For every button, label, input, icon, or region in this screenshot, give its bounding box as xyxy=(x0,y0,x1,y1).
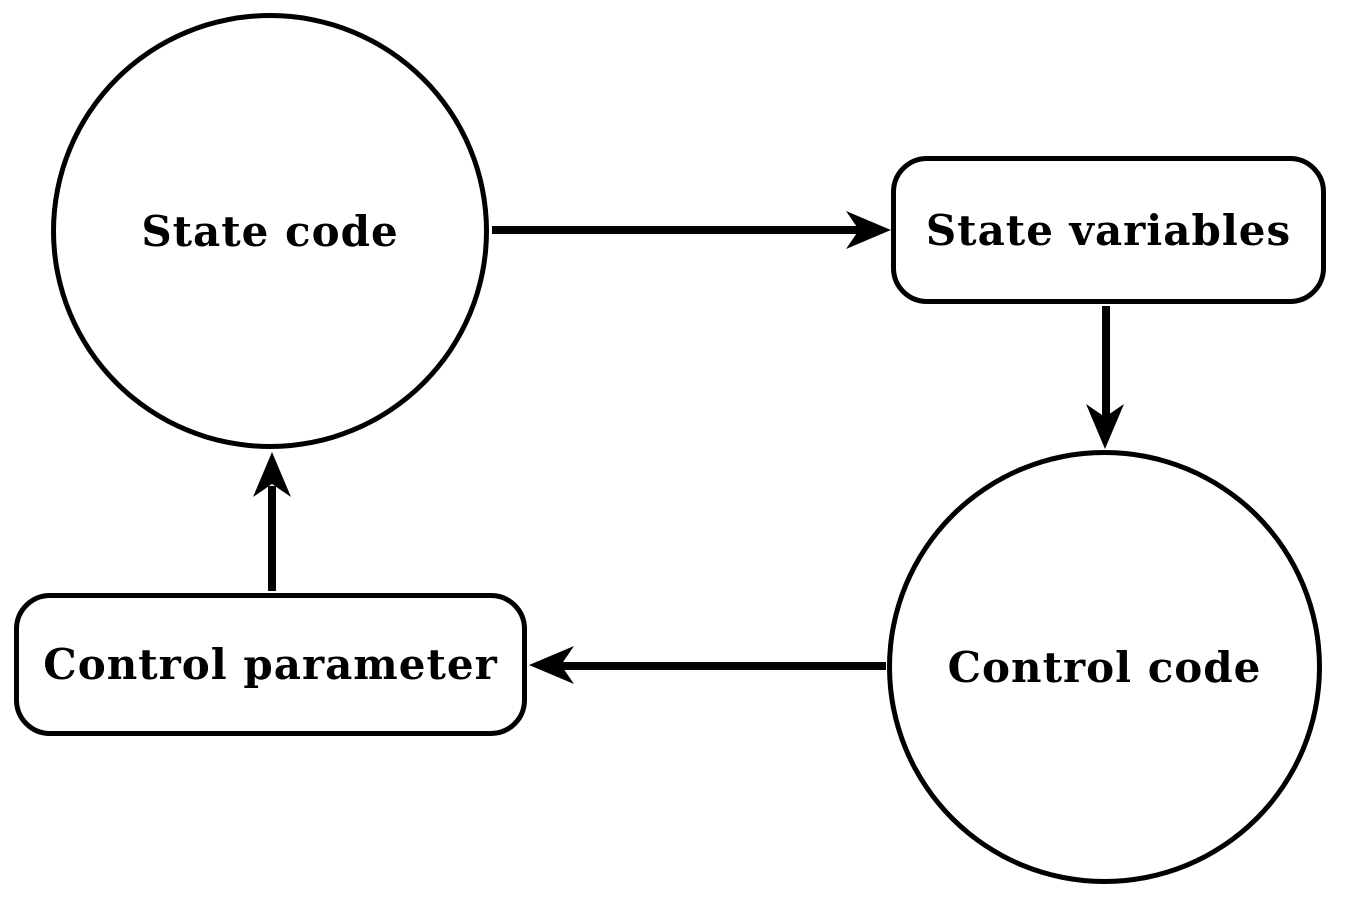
arrow-control-parameter-to-state-code xyxy=(253,452,291,591)
arrow-control-code-to-control-parameter xyxy=(529,646,886,684)
node-control-parameter: Control parameter xyxy=(14,593,527,736)
arrow-state-code-to-state-variables xyxy=(492,211,891,249)
node-state-code: State code xyxy=(51,13,489,449)
arrow-state-variables-to-control-code xyxy=(1086,306,1124,449)
arrowhead-left-icon xyxy=(529,646,574,684)
node-state-code-label: State code xyxy=(141,206,399,256)
node-state-variables-label: State variables xyxy=(925,205,1292,255)
node-state-variables: State variables xyxy=(891,156,1326,304)
arrowhead-down-icon xyxy=(1086,404,1124,449)
arrowhead-right-icon xyxy=(846,211,891,249)
node-control-parameter-label: Control parameter xyxy=(43,640,498,689)
arrowhead-up-icon xyxy=(253,452,291,497)
node-control-code: Control code xyxy=(887,450,1322,884)
node-control-code-label: Control code xyxy=(947,642,1262,692)
